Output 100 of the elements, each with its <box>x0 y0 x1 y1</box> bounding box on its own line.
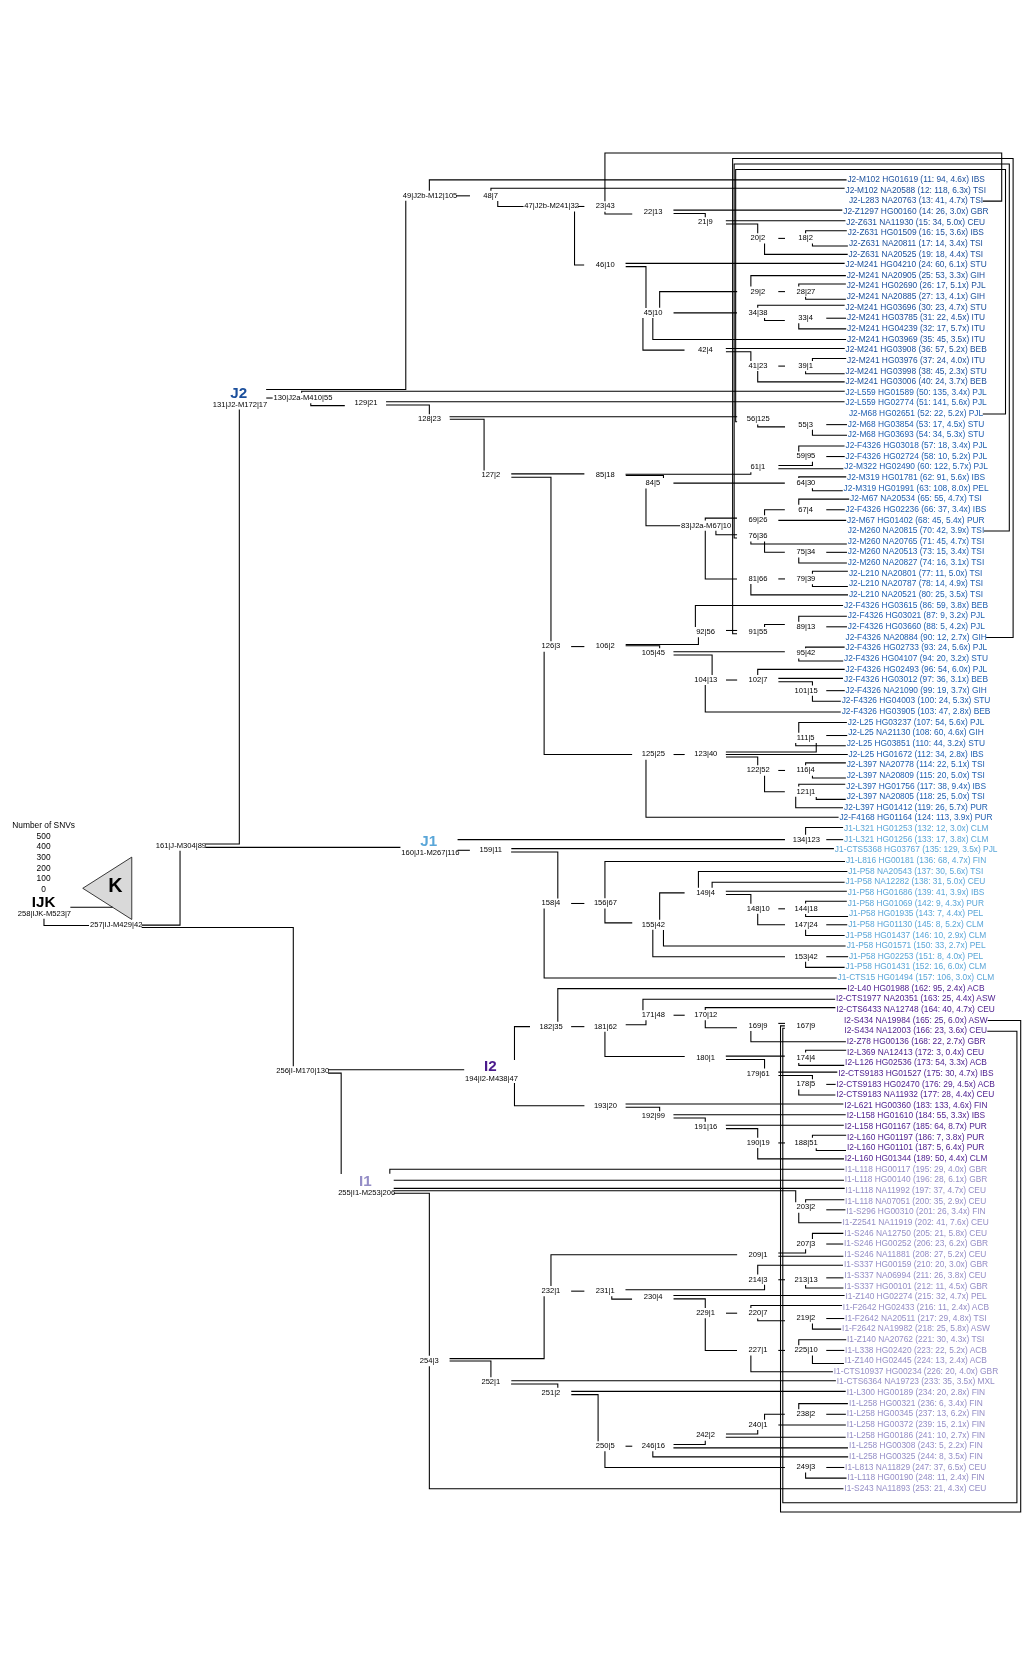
node-text: 61|1 <box>750 462 766 472</box>
connector <box>725 1128 759 1139</box>
node-text: 207|3 <box>796 1238 816 1248</box>
connector <box>672 651 786 653</box>
connector <box>449 416 738 418</box>
node-text: 111|5 <box>796 732 815 742</box>
connector <box>805 826 844 836</box>
node-text: J2-M322 HG02490 (60: 122, 5.7x) PJL <box>844 461 988 472</box>
node-text: 131|J2-M172|17 <box>212 400 268 410</box>
label: Number of SNVs <box>12 820 75 831</box>
node-text: 48|7 <box>483 190 498 200</box>
connector <box>497 200 525 207</box>
node-text: 240|1 <box>748 1419 768 1429</box>
connector <box>798 658 844 662</box>
connector <box>725 1055 786 1057</box>
node-text: 81|66 <box>748 573 768 583</box>
connector <box>725 893 752 905</box>
node-text: J2-M241 HG04239 (32: 17, 5.7x) ITU <box>847 322 986 333</box>
connector <box>777 1279 786 1281</box>
node-text: J1-P58 HG01069 (142: 9, 4.3x) PUR <box>847 897 984 908</box>
node-text: 227|1 <box>748 1345 768 1355</box>
connector <box>825 1209 846 1211</box>
connector <box>805 913 849 917</box>
connector <box>805 762 847 766</box>
connector <box>385 404 430 415</box>
connector <box>798 476 847 479</box>
node-text: J2-M241 HG02690 (26: 17, 5.1x) PJL <box>846 280 986 291</box>
connector <box>764 540 786 553</box>
node-text: J2-L210 NA20521 (80: 25, 3.5x) TSI <box>848 589 984 600</box>
node-text: J2-F4326 HG02236 (66: 37, 3.4x) IBS <box>845 503 987 514</box>
node-text: I1-S246 NA11881 (208: 27, 5.2x) CEU <box>844 1248 987 1259</box>
node-text: 242|2 <box>696 1430 716 1440</box>
node-text: I1-S337 NA06994 (211: 26, 3.8x) CEU <box>844 1270 987 1281</box>
node-text: J1-P58 HG01431 (152: 16, 6.0x) CLM <box>845 961 987 972</box>
node-text: I1-S337 HG00159 (210: 20, 3.0x) GBR <box>843 1259 989 1270</box>
connector <box>659 892 686 921</box>
connector <box>673 1117 706 1123</box>
node-text: 85|18 <box>595 470 615 480</box>
node-text: 170|12 <box>694 1010 718 1020</box>
connector <box>798 1062 845 1066</box>
connector <box>725 742 817 753</box>
connector <box>764 317 786 321</box>
node-text: J2-L25 HG03851 (110: 44, 3.2x) STU <box>846 738 985 748</box>
node-text: 181|62 <box>593 1021 617 1031</box>
node-text: 257|IJ-M429|42 <box>89 920 143 930</box>
connector <box>777 908 786 910</box>
connector <box>543 908 838 979</box>
connector <box>624 1284 766 1291</box>
node-text: I1-L258 HG00308 (243: 5, 2.2x) FIN <box>848 1440 983 1451</box>
connector <box>805 230 848 234</box>
node-text: 121|1 <box>796 786 816 796</box>
node-text: J2-L283 NA20763 (13: 41, 4.7x) TSI <box>848 195 984 206</box>
connector <box>757 424 786 428</box>
node-text: 203|2 <box>796 1202 816 1212</box>
connector <box>625 1019 647 1026</box>
node-text: J2-F4326 NA20884 (90: 12, 2.7x) GIH <box>845 631 987 642</box>
node-text: J2-M241 HG04210 (24: 60, 6.1x) STU <box>845 259 987 270</box>
connector <box>725 220 846 222</box>
connector <box>570 646 585 648</box>
node-text: I2-L621 HG00360 (183: 133, 4.6x) FIN <box>844 1099 988 1110</box>
connector <box>204 846 401 848</box>
node-text: J2-L210 NA20801 (77: 11, 5.0x) TSI <box>848 567 983 578</box>
node-text: 22|13 <box>643 206 663 216</box>
node-text: 209|1 <box>748 1249 768 1259</box>
connector <box>604 860 846 899</box>
node-label: J2 <box>230 384 248 402</box>
connector <box>652 1450 849 1458</box>
connector <box>725 347 846 349</box>
node-text: 128|23 <box>417 414 442 424</box>
connector <box>798 1088 836 1096</box>
node-text: 134|123 <box>792 834 820 844</box>
connector <box>652 929 786 958</box>
node-text: 254|3 <box>419 1355 439 1365</box>
connector <box>805 900 848 905</box>
connector <box>811 243 849 247</box>
connector <box>570 902 585 904</box>
node-text: J2-L25 NA21130 (108: 60, 4.6x) GIH <box>848 727 984 738</box>
connector <box>642 317 686 351</box>
connector <box>69 906 114 908</box>
connector <box>449 1295 545 1360</box>
node-text: 79|39 <box>796 573 816 583</box>
node-text: 155|42 <box>641 919 665 929</box>
connector <box>750 1305 843 1309</box>
connector <box>457 849 471 851</box>
connector <box>645 759 840 818</box>
node-text: J1-P58 HG01437 (146: 10, 2.9x) CLM <box>845 929 987 940</box>
connector <box>798 783 846 788</box>
connector <box>510 851 559 900</box>
connector <box>811 1232 844 1240</box>
node-label: I2 <box>484 1057 497 1075</box>
node-text: 182|35 <box>539 1021 563 1031</box>
node-text: 167|9 <box>796 1020 816 1030</box>
node-text: 123|40 <box>694 749 718 759</box>
connector <box>393 1192 430 1357</box>
connector <box>777 1022 786 1024</box>
connector <box>570 1394 599 1442</box>
connector <box>625 262 846 264</box>
node-text: I2-L160 HG01344 (189: 50, 4.4x) CLM <box>844 1153 988 1164</box>
node-text: 28|27 <box>796 286 816 296</box>
node-text: I1-Z140 HG02274 (215: 32, 4.7x) PEL <box>845 1291 987 1302</box>
